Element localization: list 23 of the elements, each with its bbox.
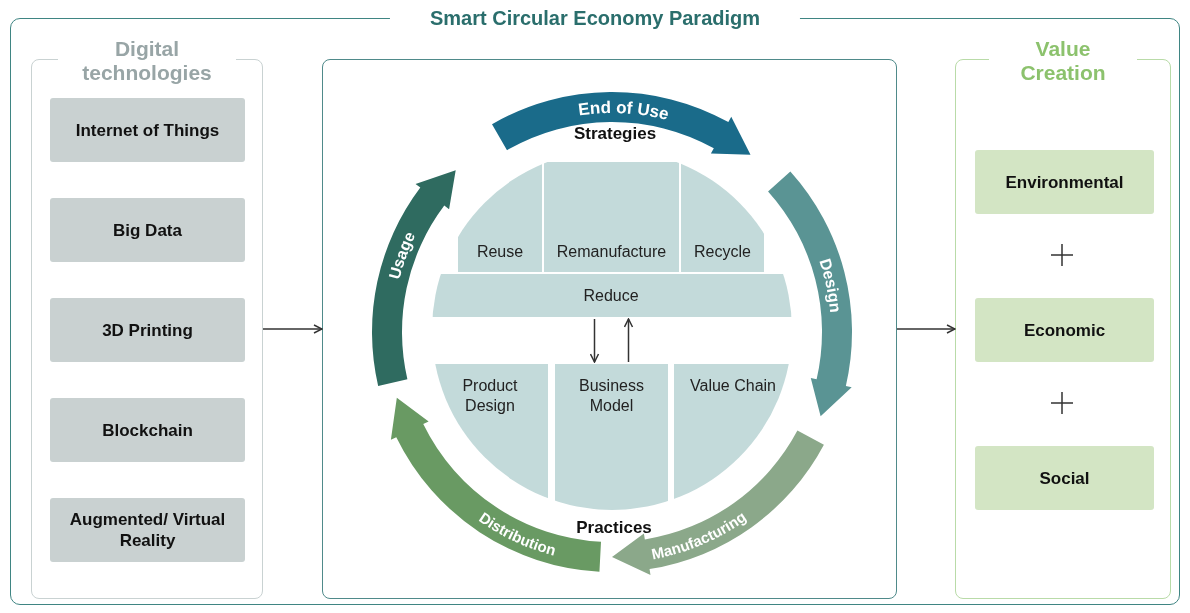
center-panel xyxy=(322,59,897,599)
value-box: Environmental xyxy=(975,150,1154,214)
arrow xyxy=(623,318,634,363)
technology-box: Internet of Things xyxy=(50,98,245,162)
section-label: Strategies xyxy=(573,124,657,144)
section-label: Practices xyxy=(576,518,652,537)
value-box: Economic xyxy=(975,298,1154,362)
cycle-stage-label: End of Use xyxy=(577,97,671,124)
practice-cell: Business Model xyxy=(555,364,668,512)
technology-box: 3D Printing xyxy=(50,298,245,362)
arrow xyxy=(262,324,323,334)
arrow xyxy=(896,324,956,334)
strategy-cell: Recycle xyxy=(681,162,764,272)
technology-box: Blockchain xyxy=(50,398,245,462)
strategy-cell: Reuse xyxy=(458,162,542,272)
value-box: Social xyxy=(975,446,1154,510)
technology-box: Augmented/ Virtual Reality xyxy=(50,498,245,562)
arrow xyxy=(589,318,600,363)
cycle-stage-segment xyxy=(492,92,751,155)
cycle-stage-segment xyxy=(372,170,456,386)
technology-box: Big Data xyxy=(50,198,245,262)
strategy-cell: Remanufacture xyxy=(544,162,679,272)
strategy-cell: Reduce xyxy=(430,274,792,317)
